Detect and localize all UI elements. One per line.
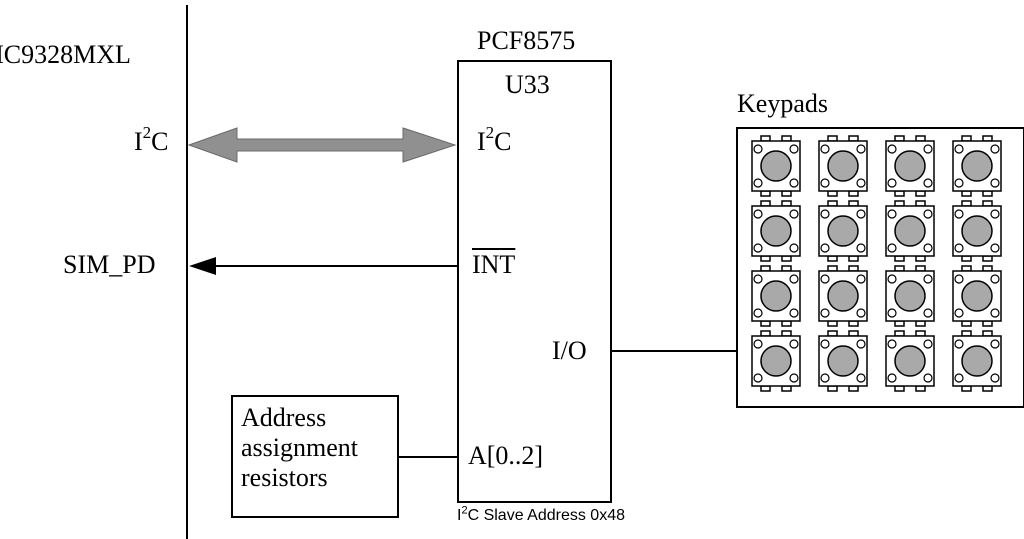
keypad-button [952,135,1002,197]
address-line-1: Address [241,403,327,432]
chip-int-pin: INT [472,250,516,279]
i2c-bidirectional-arrow [187,127,457,163]
keypad-button [818,265,868,327]
sim-pd-label: SIM_PD [63,250,156,279]
chip-box [457,60,612,503]
address-box-text: Address assignment resistors [241,403,358,493]
keypad-button [885,265,935,327]
keypad-button [818,200,868,262]
keypad-button [885,330,935,392]
keypad-button [751,330,801,392]
mcu-name: IMC9328MXL [0,40,131,69]
keypad-button [818,330,868,392]
keypad-button [818,135,868,197]
slave-address-note: I2C Slave Address 0x48 [457,504,625,524]
chip-address-pin: A[0..2] [468,441,544,470]
keypad-button [751,135,801,197]
keypads-title: Keypads [737,89,828,118]
int-to-sim-pd-arrow [189,257,458,275]
keypad-grid [751,135,1002,392]
keypad-button [885,200,935,262]
chip-i2c-pin: I2C [477,123,512,156]
keypad-button [952,200,1002,262]
chip-part-number: PCF8575 [477,26,576,55]
keypad-button [885,135,935,197]
address-line-2: assignment [241,433,358,462]
keypad-button [952,330,1002,392]
chip-reference: U33 [505,70,550,99]
address-line-3: resistors [241,463,328,492]
keypad-button [751,265,801,327]
keypad-button [952,265,1002,327]
mcu-i2c-label: I2C [134,123,169,156]
chip-io-pin: I/O [552,336,587,365]
keypad-button [751,200,801,262]
